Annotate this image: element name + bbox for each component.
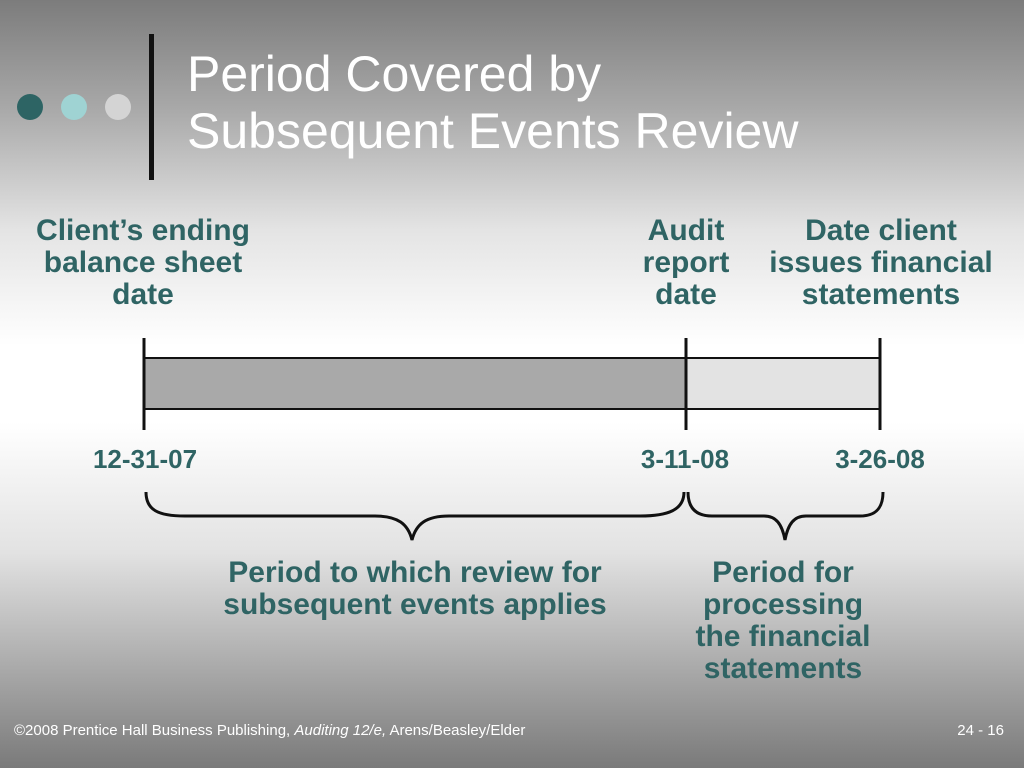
label-line: processing [702,588,864,621]
label-line: Period to which review for [228,556,602,589]
label-line: Date client [805,214,957,247]
label-balance-sheet-date: Client’s ending balance sheet date [8,215,278,311]
footer-authors: Arens/Beasley/Elder [386,722,526,739]
gray-dot-icon [105,94,131,120]
slide-title: Period Covered by Subsequent Events Revi… [187,46,798,160]
footer-copyright: ©2008 Prentice Hall Business Publishing,… [14,722,525,739]
label-line: Client’s ending [36,214,250,247]
review-period-brace [144,491,686,541]
title-divider [149,34,154,180]
label-review-period: Period to which review for subsequent ev… [180,557,650,621]
processing-period-bar [686,358,880,409]
light-teal-dot-icon [61,94,87,120]
footer-book-title: Auditing 12/e, [294,722,387,739]
label-line: report [642,246,730,279]
label-line: date [655,278,717,311]
page-number: 24 - 16 [957,722,1004,739]
label-line: statements [801,278,961,311]
label-line: issues financial [769,246,993,279]
label-processing-period: Period for processing the financial stat… [660,557,906,685]
title-line-1: Period Covered by [187,46,602,102]
label-line: Period for [712,556,854,589]
date-audit-report: 3-11-08 [640,444,730,474]
label-issue-date: Date client issues financial statements [750,215,1012,311]
label-line: statements [703,652,863,685]
teal-dot-icon [17,94,43,120]
processing-period-brace [686,491,885,541]
label-line: balance sheet [43,246,243,279]
label-line: the financial [695,620,871,653]
review-period-bar [144,358,686,409]
label-line: subsequent events applies [223,588,607,621]
date-issue: 3-26-08 [835,444,925,474]
footer-publisher: ©2008 Prentice Hall Business Publishing, [14,722,295,739]
label-line: date [112,278,174,311]
title-line-2: Subsequent Events Review [187,103,799,159]
label-audit-report-date: Audit report date [625,215,747,311]
date-balance-sheet: 12-31-07 [92,444,198,474]
label-line: Audit [647,214,725,247]
